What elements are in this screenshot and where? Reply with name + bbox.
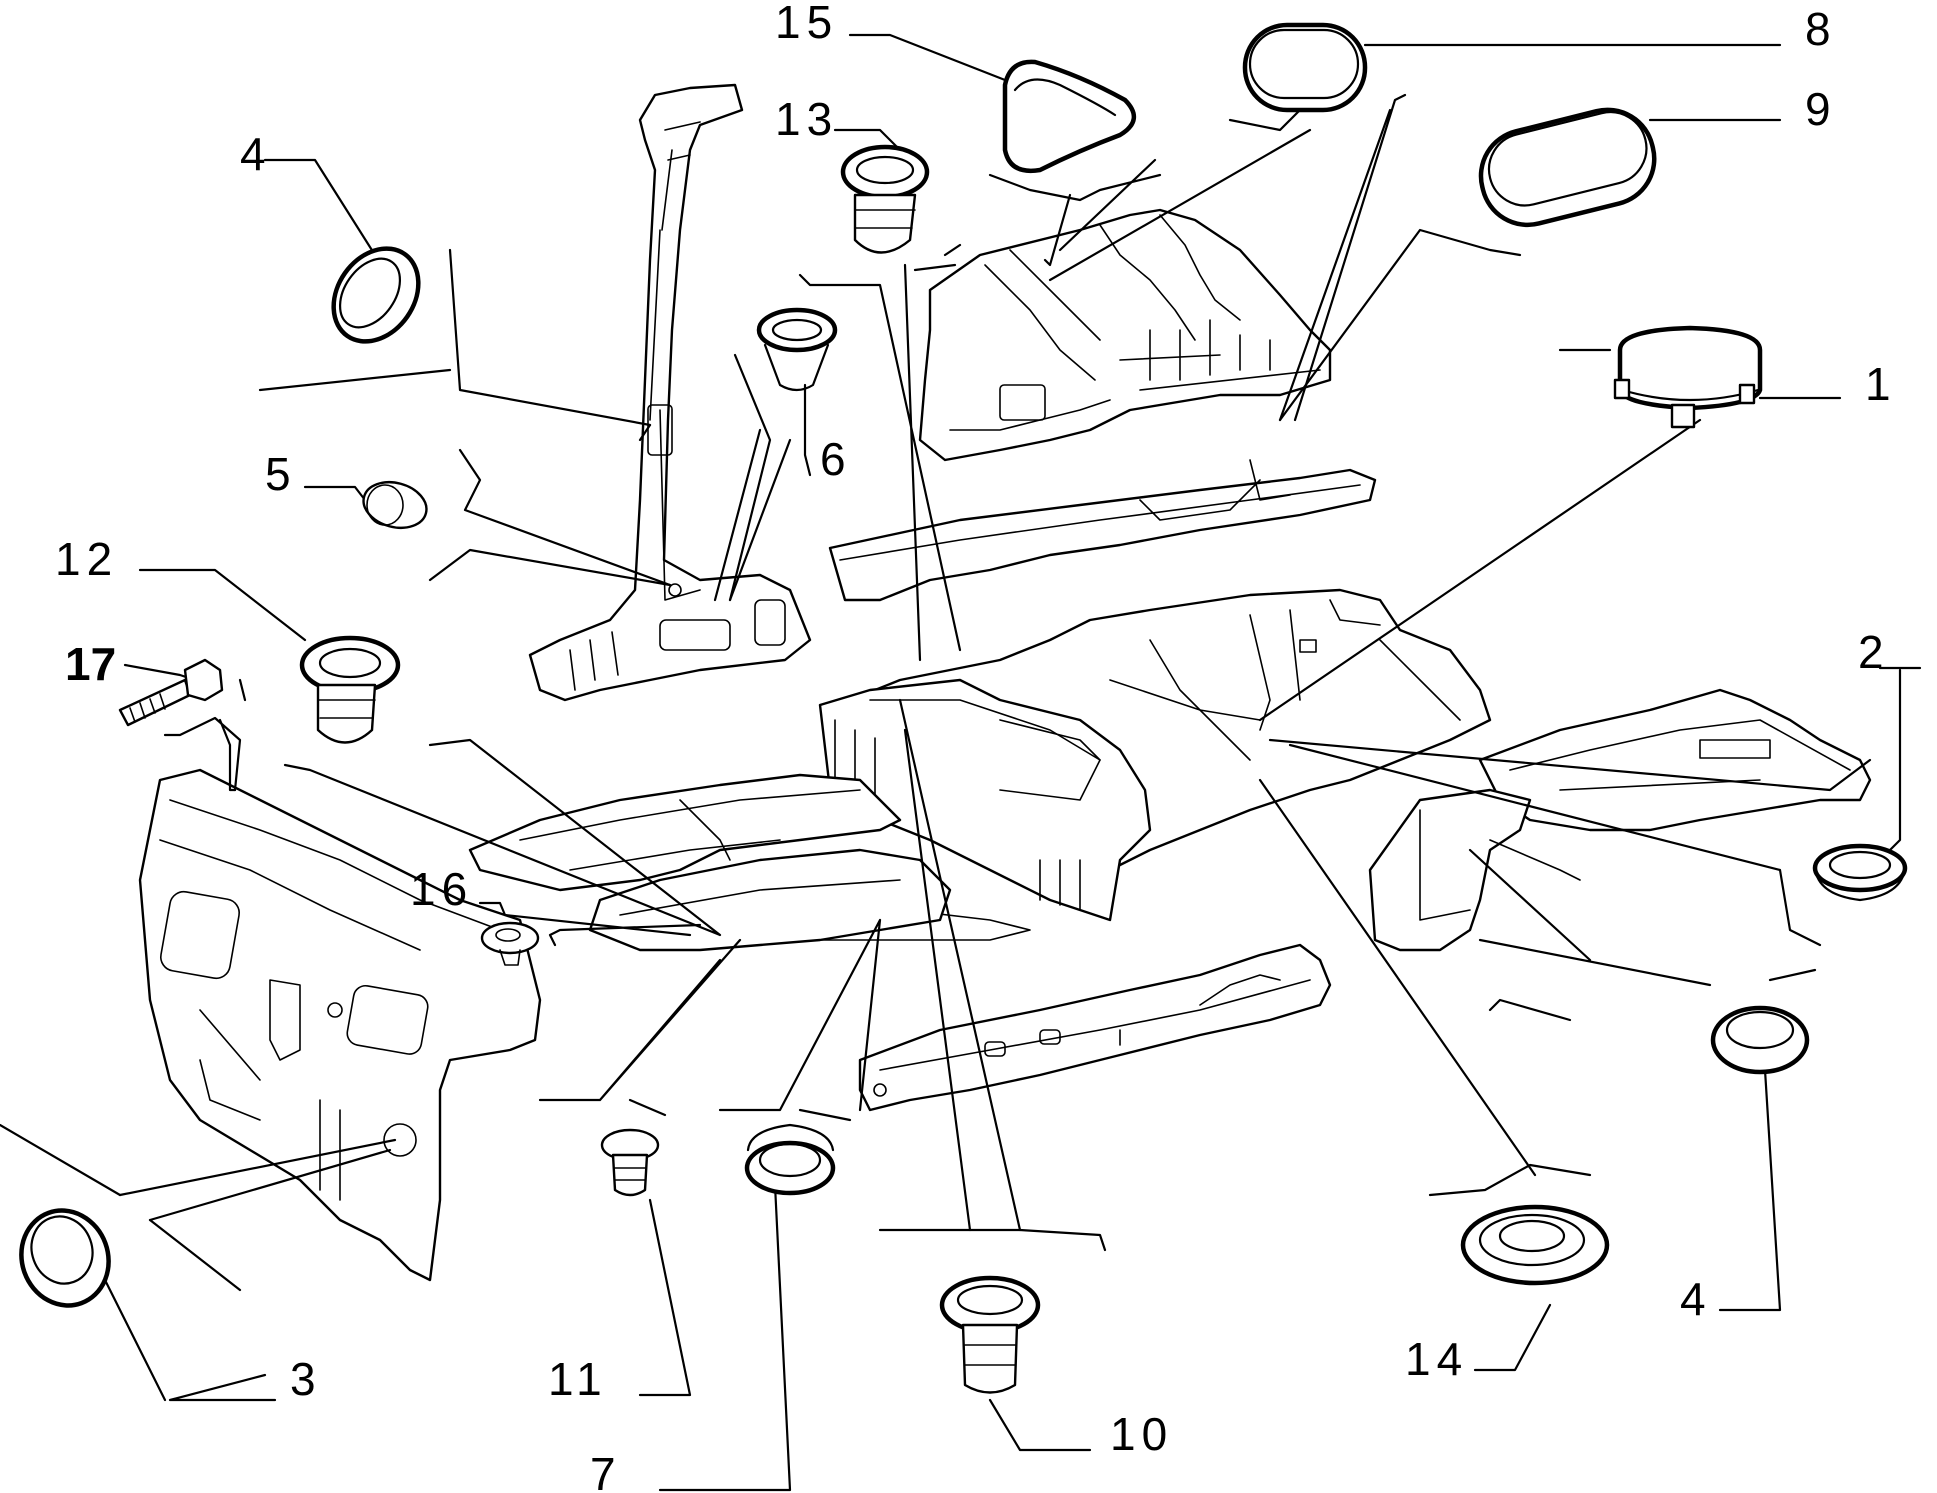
callout-1: 1 (1865, 358, 1897, 410)
callout-6: 6 (820, 433, 852, 485)
callout-4-top: 4 (240, 128, 272, 180)
part-16-pin (480, 921, 540, 966)
part-14-cup-plug (1460, 1204, 1610, 1286)
callout-8: 8 (1805, 3, 1837, 55)
callout-12: 12 (55, 533, 118, 585)
right-sill-member (1478, 688, 1872, 832)
callout-14: 14 (1405, 1333, 1468, 1385)
front-bottom-sill (858, 943, 1332, 1112)
callout-2: 2 (1858, 626, 1890, 678)
firewall-panel (138, 768, 542, 1282)
part-15-triangular-plug (1002, 59, 1136, 174)
part-1-round-cap (1613, 325, 1763, 429)
left-floor-rail (468, 773, 1031, 941)
part-13-plug (840, 144, 930, 254)
part-10-push-fastener (939, 1275, 1041, 1394)
part-11-clip (600, 1128, 660, 1197)
part-17-bolt (118, 658, 224, 727)
part-4-round-plug-bottom (1710, 1005, 1810, 1075)
callout-labels: 1 2 3 4 4 5 6 7 8 9 10 11 12 13 14 15 16… (55, 0, 1897, 1493)
callout-5: 5 (265, 448, 297, 500)
callout-10: 10 (1110, 1408, 1173, 1460)
callout-13: 13 (775, 93, 838, 145)
callout-3: 3 (290, 1353, 322, 1405)
part-7-round-grommet (744, 1123, 836, 1196)
rear-floor-upper-panel (918, 208, 1332, 462)
a-pillar-panel (528, 83, 812, 702)
callout-11: 11 (548, 1353, 608, 1405)
part-8-oval-plug (1242, 22, 1368, 113)
part-12-plug (299, 635, 401, 744)
part-6-funnel-grommet (756, 307, 838, 392)
part-5-button-plug (362, 480, 428, 530)
rear-cross-member (828, 459, 1377, 602)
callout-9: 9 (1805, 83, 1837, 135)
part-3-grommet (19, 1208, 111, 1308)
callout-15: 15 (775, 0, 838, 48)
right-wheelhouse-box (1368, 788, 1581, 952)
callout-7: 7 (590, 1448, 622, 1493)
part-2-round-plug (1812, 843, 1908, 902)
rear-floor-box (818, 678, 1152, 922)
callout-16: 16 (410, 863, 473, 915)
callout-4-bottom: 4 (1680, 1273, 1712, 1325)
callout-17: 17 (65, 638, 116, 690)
leader-lines (0, 33, 1922, 1492)
part-4-oval-plug-top (331, 246, 421, 344)
part-9-oval-plug (1478, 107, 1657, 228)
